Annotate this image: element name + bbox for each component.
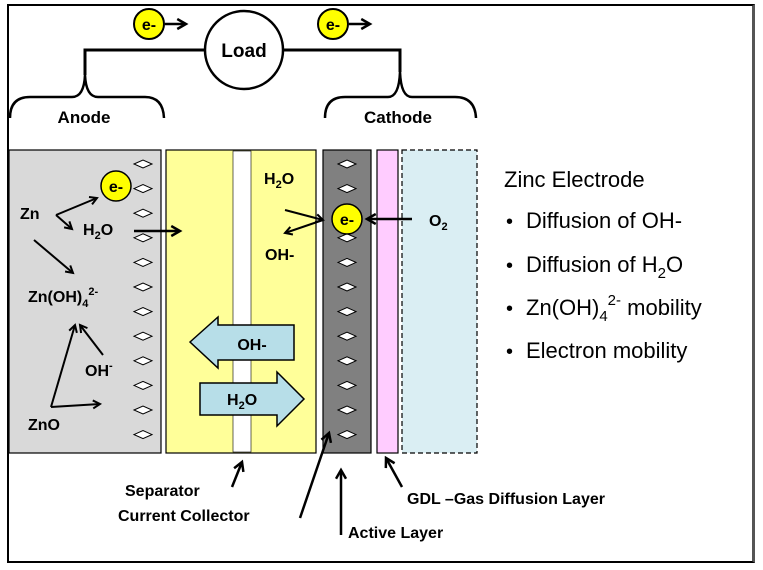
species-oh-anode: OH-: [85, 360, 113, 380]
svg-text:Zn(OH)42- mobility: Zn(OH)42- mobility: [526, 292, 702, 325]
particle-icon: [336, 380, 358, 390]
species-h2o-electrolyte: H2O: [264, 171, 294, 191]
reaction-arrow: [50, 323, 78, 408]
particle-icon: [336, 331, 358, 341]
particle-icon: [132, 331, 154, 341]
h2o-flow-arrow: H2O: [199, 370, 306, 428]
current-collector-label: Current Collector: [118, 508, 250, 525]
reaction-arrow: [78, 323, 104, 356]
cathode-brace: [323, 71, 478, 119]
svg-text:e-: e-: [326, 17, 340, 34]
separator-pointer: [230, 459, 245, 488]
particle-icon: [132, 356, 154, 366]
svg-text:Diffusion of H2O: Diffusion of H2O: [526, 252, 683, 282]
legend-item: • Diffusion of OH-: [506, 208, 682, 233]
anode-label: Anode: [58, 108, 111, 127]
active-layer-label: Active Layer: [348, 525, 443, 542]
particle-icon: [132, 380, 154, 390]
species-zn: Zn: [20, 206, 40, 223]
particle-icon: [336, 282, 358, 292]
particle-icon: [132, 282, 154, 292]
electron-icon-cathode: e-: [331, 203, 363, 235]
particle-icon: [132, 184, 154, 194]
svg-text:H2O: H2O: [227, 392, 257, 412]
particle-icon: [132, 208, 154, 218]
anode-panel: [8, 149, 162, 454]
current-collector-pointer: [298, 430, 333, 519]
active-layer-particles: [336, 159, 358, 440]
reaction-arrow: [55, 214, 74, 231]
legend-item: • Diffusion of H2O: [506, 252, 683, 282]
particle-icon: [336, 430, 358, 440]
separator-strip: [232, 150, 252, 453]
particle-icon: [132, 307, 154, 317]
svg-text:•: •: [506, 211, 513, 233]
legend-item: • Zn(OH)42- mobility: [506, 292, 702, 325]
electron-icon-left: e-: [133, 8, 165, 40]
species-h2o-anode: H2O: [83, 222, 113, 242]
particle-icon: [336, 405, 358, 415]
anode-wire: [83, 48, 205, 75]
svg-text:Diffusion of OH-: Diffusion of OH-: [526, 208, 682, 233]
particle-icon: [336, 159, 358, 169]
svg-text:•: •: [506, 298, 513, 320]
svg-text:e-: e-: [109, 179, 123, 196]
particle-icon: [336, 233, 358, 243]
oh-flow-arrow: OH-: [188, 315, 295, 370]
cathode-wire: [283, 48, 402, 72]
reaction-arrow: [50, 399, 103, 410]
anode-brace: [8, 74, 166, 119]
air-side-panel: [401, 149, 478, 454]
electron-icon-anode: e-: [100, 170, 132, 202]
species-zincate: Zn(OH)42-: [28, 286, 98, 310]
gdl-panel: [376, 149, 399, 454]
particle-icon: [132, 405, 154, 415]
reaction-arrow: [284, 209, 325, 224]
particle-icon: [336, 184, 358, 194]
svg-text:•: •: [506, 255, 513, 277]
active-layer-panel: [322, 149, 372, 454]
species-o2: O2: [429, 213, 448, 233]
reaction-arrow: [33, 239, 75, 275]
cathode-label: Cathode: [364, 108, 432, 127]
svg-text:•: •: [506, 341, 513, 363]
gdl-pointer: [384, 455, 404, 488]
anode-particles: [132, 159, 154, 440]
particle-icon: [336, 257, 358, 267]
separator-label: Separator: [125, 483, 200, 500]
particle-icon: [132, 233, 154, 243]
svg-text:e-: e-: [340, 212, 354, 229]
reaction-arrow: [55, 195, 99, 216]
svg-text:OH-: OH-: [237, 337, 266, 354]
species-zno: ZnO: [28, 417, 60, 434]
gdl-label: GDL –Gas Diffusion Layer: [407, 491, 605, 508]
particle-icon: [132, 430, 154, 440]
particle-icon: [132, 159, 154, 169]
legend-heading: Zinc Electrode: [504, 167, 645, 192]
load-circle: [203, 9, 285, 91]
legend-item: • Electron mobility: [506, 338, 687, 363]
svg-text:Electron mobility: Electron mobility: [526, 338, 687, 363]
electron-icon-right: e-: [317, 8, 349, 40]
species-oh-electrolyte: OH-: [265, 247, 294, 264]
load-label: Load: [221, 41, 266, 62]
reaction-arrow: [283, 219, 324, 236]
svg-text:e-: e-: [142, 17, 156, 34]
particle-icon: [132, 257, 154, 267]
particle-icon: [336, 356, 358, 366]
particle-icon: [336, 307, 358, 317]
